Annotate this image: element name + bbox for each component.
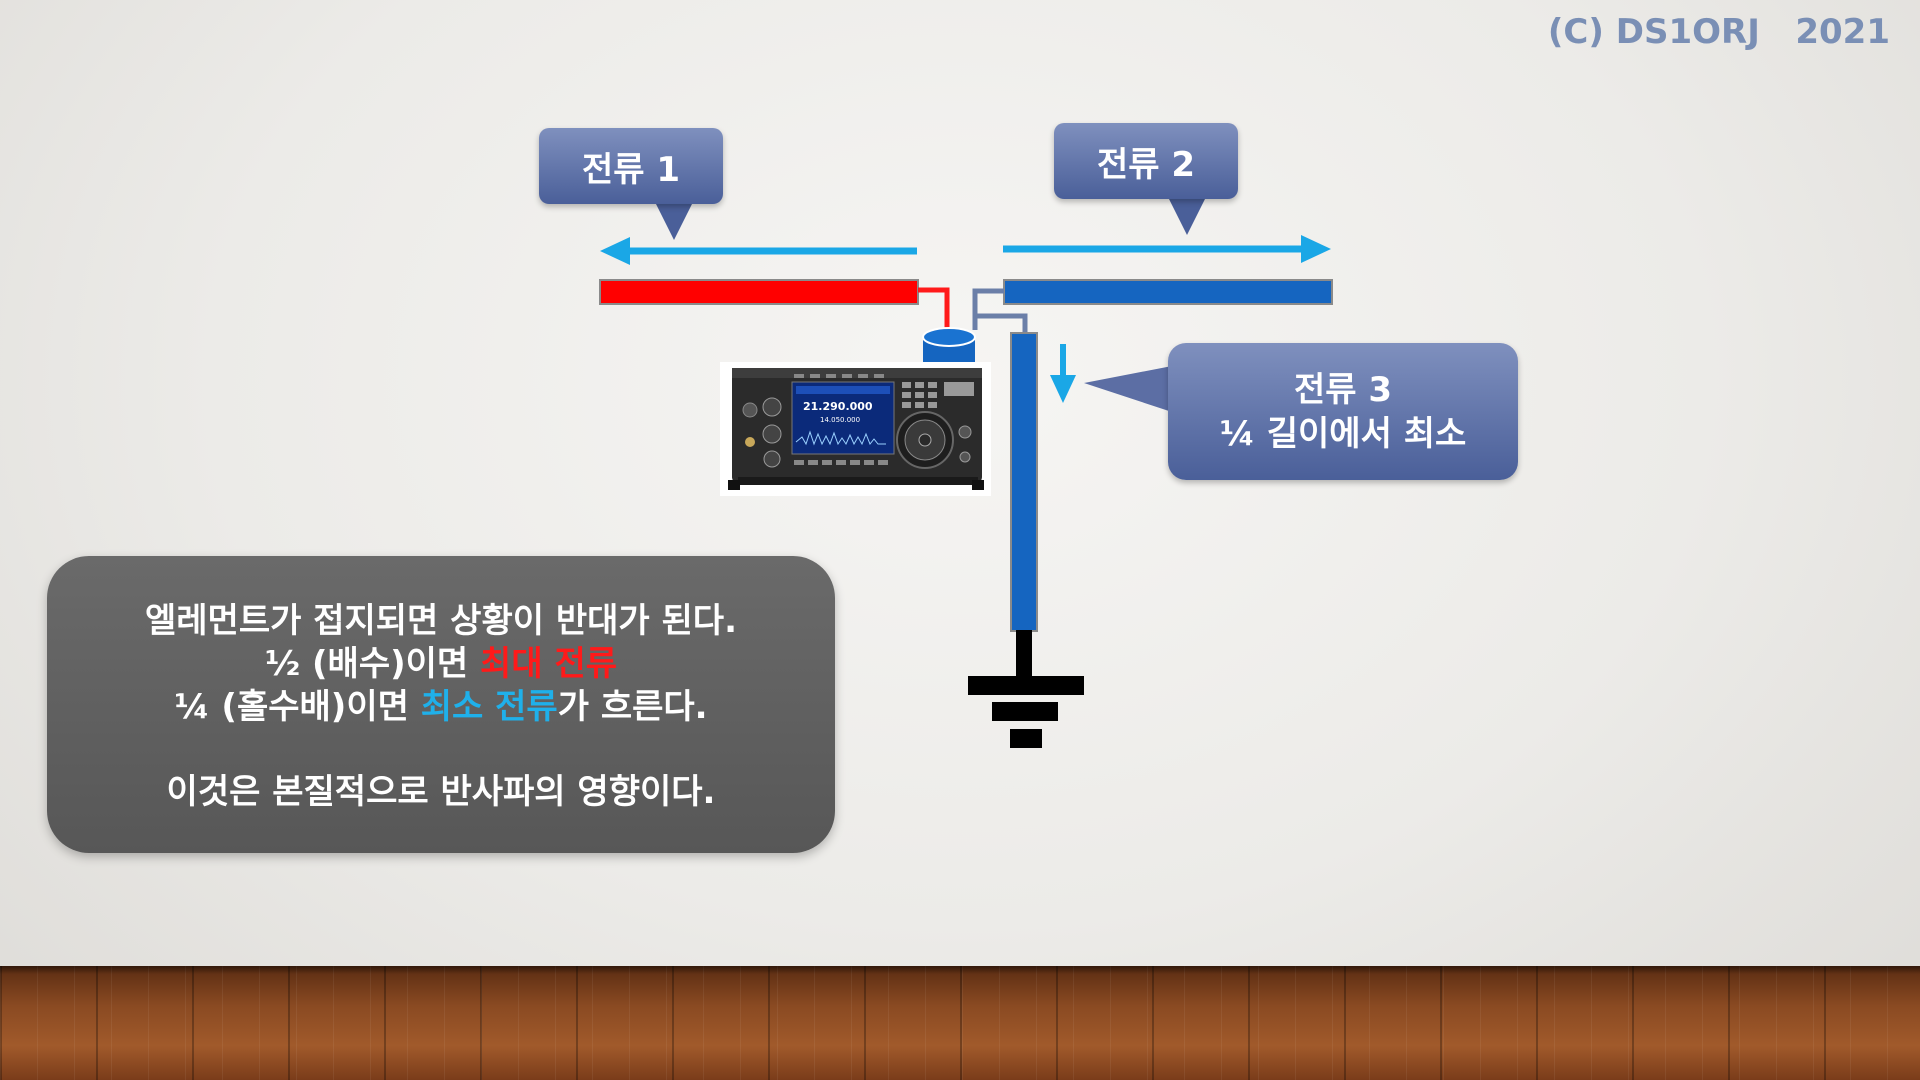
note-line3-prefix: ¼ (홀수배)이면 bbox=[174, 687, 421, 727]
callout2-pointer bbox=[1168, 197, 1206, 235]
note-line3-highlight: 최소 전류 bbox=[420, 687, 558, 727]
balun-cylinder bbox=[922, 327, 976, 365]
callout-current3-line1: 전류 3 bbox=[1293, 369, 1393, 410]
frequency-sub: 14.050.000 bbox=[820, 416, 860, 424]
left-element-red bbox=[599, 279, 919, 305]
wood-floor bbox=[0, 966, 1920, 1080]
callout-current3: 전류 3 ¼ 길이에서 최소 bbox=[1168, 343, 1518, 480]
callout-current3-line2: ¼ 길이에서 최소 bbox=[1219, 413, 1467, 454]
feed-wire-blue bbox=[972, 288, 1004, 330]
note-line2-prefix: ½ (배수)이면 bbox=[264, 644, 481, 684]
callout-current1-label: 전류 1 bbox=[581, 149, 681, 190]
copyright-text: (C) DS1ORJ 2021 bbox=[1547, 12, 1890, 52]
callout1-pointer bbox=[655, 202, 693, 240]
callout-current2: 전류 2 bbox=[1054, 123, 1238, 199]
current3-arrow bbox=[1050, 344, 1076, 403]
note-line2-highlight: 최대 전류 bbox=[480, 644, 618, 684]
note-line3: ¼ (홀수배)이면 최소 전류가 흐른다. bbox=[47, 679, 835, 728]
feed-wire-red bbox=[918, 287, 950, 330]
ground-symbol bbox=[968, 630, 1084, 748]
current2-arrow bbox=[1003, 235, 1331, 263]
note-line2: ½ (배수)이면 최대 전류 bbox=[47, 636, 835, 685]
current1-arrow bbox=[600, 237, 917, 265]
callout-current2-label: 전류 2 bbox=[1096, 144, 1196, 185]
callout3-pointer bbox=[1084, 366, 1172, 412]
vertical-element-blue bbox=[1010, 332, 1038, 632]
feed-wire-blue-2 bbox=[975, 313, 1028, 335]
callout-current1: 전류 1 bbox=[539, 128, 723, 204]
frequency-main: 21.290.000 bbox=[803, 400, 873, 413]
note-line4: 이것은 본질적으로 반사파의 영향이다. bbox=[166, 772, 716, 812]
right-element-blue bbox=[1003, 279, 1333, 305]
note-line1: 엘레먼트가 접지되면 상황이 반대가 된다. bbox=[144, 601, 738, 641]
radio-transceiver: 21.290.000 14.050.000 bbox=[720, 362, 991, 496]
note-line3-suffix: 가 흐른다. bbox=[557, 687, 708, 727]
explanation-box: 엘레먼트가 접지되면 상황이 반대가 된다. ½ (배수)이면 최대 전류 ¼ … bbox=[47, 556, 835, 853]
